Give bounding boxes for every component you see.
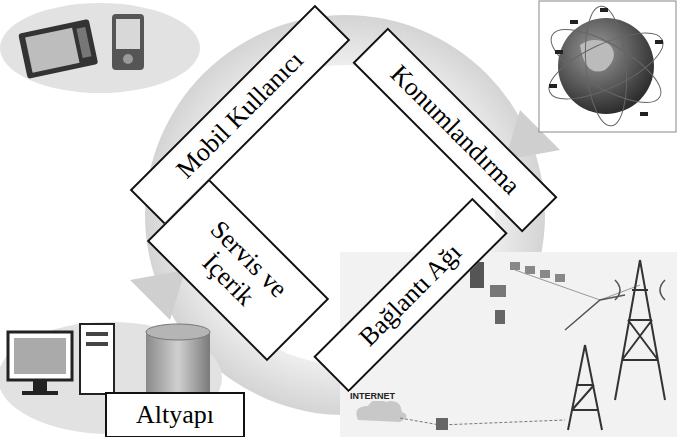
tablet-keys — [76, 27, 91, 58]
drive-bay — [86, 332, 108, 336]
pda-body — [112, 14, 144, 70]
monitor-screen — [14, 338, 66, 374]
radio-tower — [615, 260, 665, 400]
drive-bay — [86, 342, 108, 346]
tablet-body — [18, 19, 98, 79]
satellite — [570, 20, 578, 24]
satellite — [640, 112, 648, 116]
internet-cloud — [356, 400, 406, 422]
globe-frame — [539, 1, 676, 132]
pda-button — [123, 54, 133, 64]
infrastructure-box: Altyapı — [105, 392, 245, 437]
server — [490, 285, 506, 297]
radio-tower — [568, 345, 602, 430]
satellite — [600, 8, 608, 12]
monitor — [8, 332, 72, 380]
network-wire — [400, 418, 565, 425]
device-icon — [510, 262, 520, 270]
radio-link — [565, 295, 625, 330]
satellite — [549, 84, 557, 88]
orbit — [581, 4, 631, 127]
router — [436, 418, 448, 430]
monitor-base — [22, 391, 58, 395]
tablet-screen — [25, 28, 79, 73]
network-label: INTERNET — [349, 391, 396, 401]
device-icon — [540, 270, 550, 278]
pc-tower — [80, 324, 114, 394]
orbit — [541, 20, 672, 112]
satellite — [655, 40, 663, 44]
device-icon — [495, 310, 505, 324]
radio-waves — [615, 280, 665, 300]
orbit — [541, 16, 670, 116]
ring-arrowhead — [130, 270, 185, 320]
database-top — [146, 324, 210, 340]
monitor-stand — [33, 381, 47, 391]
box-label: Altyapı — [136, 401, 214, 430]
device-icon — [555, 274, 565, 282]
device-ellipse — [0, 3, 200, 93]
globe — [558, 18, 654, 114]
device-icon — [525, 266, 535, 274]
pda-screen — [116, 19, 140, 49]
satellite — [555, 50, 563, 54]
